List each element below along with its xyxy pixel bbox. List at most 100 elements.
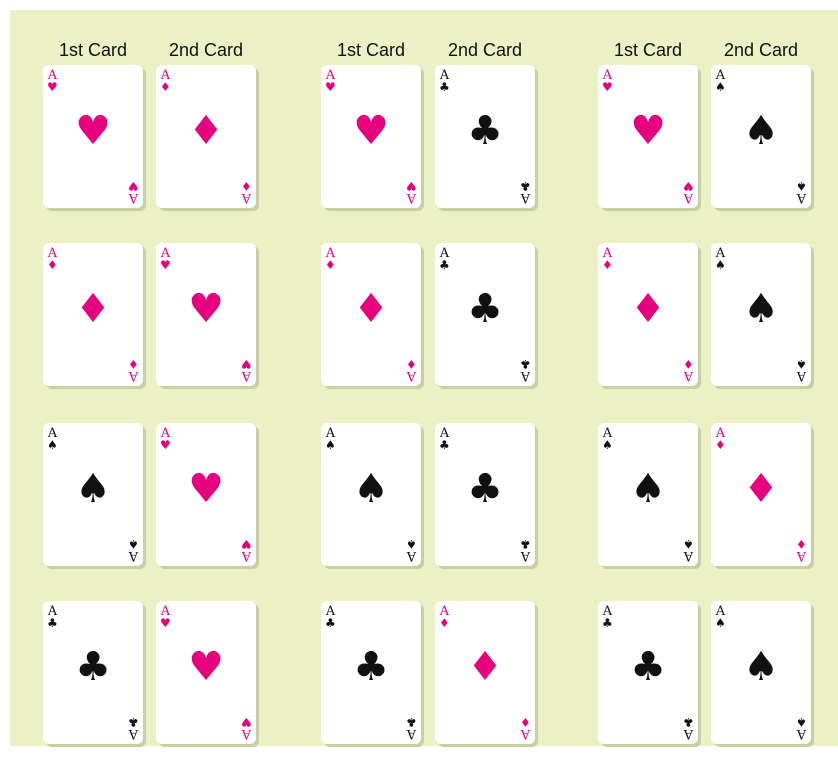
diamond-icon: ♦: [47, 259, 58, 271]
playing-card-first: A♠A♠♠: [43, 423, 143, 566]
card-corner-top: A♣: [602, 605, 613, 629]
heart-icon: ♥: [406, 180, 417, 192]
card-corner-bottom: A♦: [796, 538, 807, 562]
spade-icon: ♠: [128, 538, 139, 550]
card-corner-bottom: A♦: [241, 180, 252, 204]
playing-card-second: A♣ A♣ ♣: [435, 65, 535, 208]
playing-card-second: A♥A♥♥: [156, 601, 256, 744]
column-header-first-card: 1st Card: [321, 40, 421, 61]
card-corner-top: A♦: [160, 69, 171, 93]
card-corner-top: A♠: [602, 427, 613, 451]
heart-icon: ♥: [683, 180, 694, 192]
playing-card-second: A♠A♠♠: [711, 243, 811, 386]
playing-card-second: A♣A♣♣: [435, 423, 535, 566]
playing-card-first: A♦A♦♦: [43, 243, 143, 386]
diamond-icon: ♦: [683, 358, 694, 370]
club-icon: ♣: [128, 716, 139, 728]
club-icon: ♣: [520, 538, 531, 550]
diamond-icon: ♦: [325, 259, 336, 271]
club-icon: ♣: [435, 289, 535, 329]
card-corner-top: A♦: [715, 427, 726, 451]
column-header-first-card: 1st Card: [598, 40, 698, 61]
heart-icon: ♥: [160, 259, 171, 271]
heart-icon: ♥: [160, 439, 171, 451]
card-corner-bottom: A♥: [241, 716, 252, 740]
club-icon: ♣: [47, 617, 58, 629]
playing-card-first: A♣A♣♣: [598, 601, 698, 744]
card-corner-bottom: A♥: [406, 180, 417, 204]
spade-icon: ♠: [711, 111, 811, 151]
heart-icon: ♥: [43, 111, 143, 151]
card-corner-bottom: A♠: [128, 538, 139, 562]
card-corner-top: A♦: [47, 247, 58, 271]
diamond-icon: ♦: [520, 716, 531, 728]
diamond-icon: ♦: [321, 289, 421, 329]
club-icon: ♣: [321, 647, 421, 687]
column-header-second-card: 2nd Card: [711, 40, 811, 61]
club-icon: ♣: [439, 439, 450, 451]
club-icon: ♣: [435, 111, 535, 151]
card-corner-bottom: A♦: [520, 716, 531, 740]
playing-card-second: A♣A♣♣: [435, 243, 535, 386]
heart-icon: ♥: [598, 111, 698, 151]
club-icon: ♣: [520, 358, 531, 370]
spade-icon: ♠: [711, 647, 811, 687]
heart-icon: ♥: [241, 716, 252, 728]
spade-icon: ♠: [715, 259, 726, 271]
card-corner-top: A♦: [602, 247, 613, 271]
heart-icon: ♥: [241, 538, 252, 550]
diamond-icon: ♦: [406, 358, 417, 370]
diamond-icon: ♦: [160, 81, 171, 93]
heart-icon: ♥: [160, 617, 171, 629]
spade-icon: ♠: [711, 289, 811, 329]
playing-card-first: A♠A♠♠: [321, 423, 421, 566]
playing-card-second: A♦A♦♦: [156, 65, 256, 208]
card-corner-bottom: A♣: [520, 180, 531, 204]
playing-card-second: A♦A♦♦: [435, 601, 535, 744]
card-corner-top: A♣: [47, 605, 58, 629]
spade-icon: ♠: [325, 439, 336, 451]
playing-card-first: A♣A♣♣: [321, 601, 421, 744]
card-corner-bottom: A♣: [683, 716, 694, 740]
playing-card-first: A♦A♦♦: [598, 243, 698, 386]
diamond-icon: ♦: [715, 439, 726, 451]
playing-card-first: A♥A♥♥: [321, 65, 421, 208]
card-corner-bottom: A♠: [796, 716, 807, 740]
spade-icon: ♠: [602, 439, 613, 451]
heart-icon: ♥: [128, 180, 139, 192]
column-header-first-card: 1st Card: [43, 40, 143, 61]
playing-card-first: A♥A♥♥: [43, 65, 143, 208]
card-corner-bottom: A♥: [241, 538, 252, 562]
spade-icon: ♠: [43, 469, 143, 509]
playing-card-first: A♥A♥♥: [598, 65, 698, 208]
diamond-icon: ♦: [439, 617, 450, 629]
heart-icon: ♥: [47, 81, 58, 93]
spade-icon: ♠: [598, 469, 698, 509]
card-corner-top: A♥: [47, 69, 58, 93]
card-corner-bottom: A♥: [128, 180, 139, 204]
card-corner-top: A♥: [160, 605, 171, 629]
column-header-second-card: 2nd Card: [156, 40, 256, 61]
club-icon: ♣: [325, 617, 336, 629]
card-corner-top: A♦: [325, 247, 336, 271]
diamond-icon: ♦: [156, 111, 256, 151]
card-corner-top: A♠: [715, 247, 726, 271]
heart-icon: ♥: [325, 81, 336, 93]
card-corner-bottom: A♥: [683, 180, 694, 204]
spade-icon: ♠: [796, 716, 807, 728]
card-corner-bottom: A♣: [406, 716, 417, 740]
card-corner-top: A♥: [325, 69, 336, 93]
card-corner-bottom: A♣: [128, 716, 139, 740]
heart-icon: ♥: [156, 469, 256, 509]
playing-card-second: A♥A♥♥: [156, 423, 256, 566]
heart-icon: ♥: [156, 289, 256, 329]
card-corner-top: A♥: [160, 247, 171, 271]
card-corner-bottom: A♠: [406, 538, 417, 562]
card-corner-bottom: A♦: [683, 358, 694, 382]
diamond-icon: ♦: [711, 469, 811, 509]
heart-icon: ♥: [602, 81, 613, 93]
card-corner-bottom: A♠: [796, 180, 807, 204]
playing-card-second: A♥A♥♥: [156, 243, 256, 386]
card-corner-top: A♣: [439, 69, 450, 93]
